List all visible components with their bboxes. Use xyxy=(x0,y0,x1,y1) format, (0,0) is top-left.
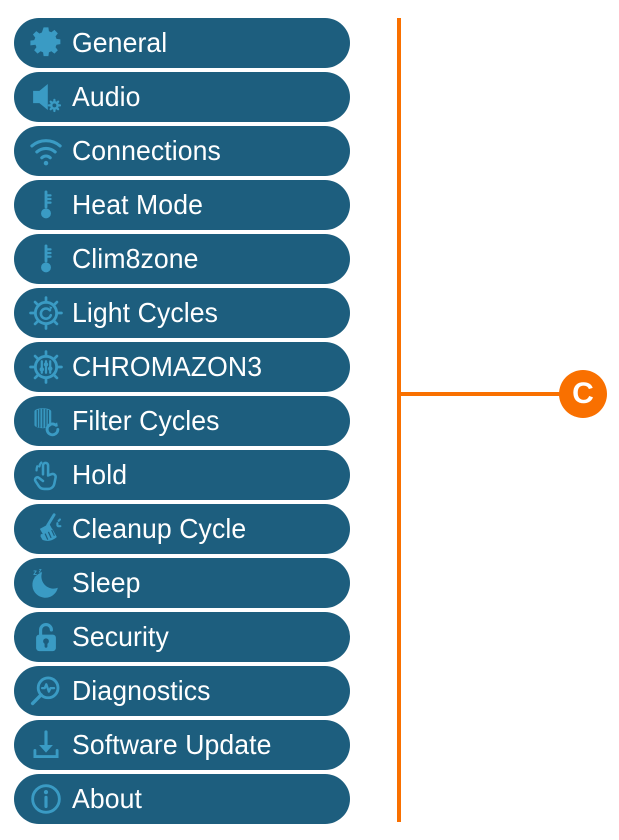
menu-item-label: Light Cycles xyxy=(72,297,219,328)
hand-press-icon xyxy=(24,453,68,497)
menu-item-label: Clim8zone xyxy=(72,243,199,274)
menu-item-hold[interactable]: Hold xyxy=(14,450,350,500)
menu-item-clim8zone[interactable]: Clim8zone xyxy=(14,234,350,284)
light-cycle-icon xyxy=(24,291,68,335)
menu-item-label: Audio xyxy=(72,81,141,112)
wifi-icon xyxy=(24,129,68,173)
menu-item-label: Heat Mode xyxy=(72,189,203,220)
chromazone-dial-icon xyxy=(24,345,68,389)
menu-item-label: Connections xyxy=(72,135,221,166)
info-circle-icon xyxy=(24,777,68,821)
thermometer-icon xyxy=(24,183,68,227)
menu-item-label: Cleanup Cycle xyxy=(72,513,247,544)
padlock-icon xyxy=(24,615,68,659)
menu-item-light-cycles[interactable]: Light Cycles xyxy=(14,288,350,338)
menu-item-connections[interactable]: Connections xyxy=(14,126,350,176)
menu-item-diagnostics[interactable]: Diagnostics xyxy=(14,666,350,716)
filter-refresh-icon xyxy=(24,399,68,443)
menu-item-about[interactable]: About xyxy=(14,774,350,824)
menu-item-general[interactable]: General xyxy=(14,18,350,68)
magnifier-pulse-icon xyxy=(24,669,68,713)
menu-item-label: Filter Cycles xyxy=(72,405,220,436)
callout-badge-c: C xyxy=(559,370,607,418)
menu-item-label: General xyxy=(72,27,168,58)
gear-icon xyxy=(24,21,68,65)
menu-item-security[interactable]: Security xyxy=(14,612,350,662)
broom-icon xyxy=(24,507,68,551)
svg-text:z: z xyxy=(33,568,37,577)
speaker-gear-icon xyxy=(24,75,68,119)
menu-item-label: About xyxy=(72,783,142,814)
menu-item-chromazon3[interactable]: CHROMAZON3 xyxy=(14,342,350,392)
menu-item-label: Diagnostics xyxy=(72,675,211,706)
download-tray-icon xyxy=(24,723,68,767)
callout-leader-vertical xyxy=(397,18,401,822)
menu-item-cleanup-cycle[interactable]: Cleanup Cycle xyxy=(14,504,350,554)
menu-item-label: Sleep xyxy=(72,567,141,598)
svg-text:z: z xyxy=(34,574,39,585)
menu-item-label: Security xyxy=(72,621,169,652)
callout-badge-label: C xyxy=(572,377,594,410)
menu-item-label: CHROMAZON3 xyxy=(72,351,263,382)
thermometer-icon xyxy=(24,237,68,281)
menu-item-heat-mode[interactable]: Heat Mode xyxy=(14,180,350,230)
menu-item-software-update[interactable]: Software Update xyxy=(14,720,350,770)
svg-text:z: z xyxy=(39,567,42,574)
callout-leader-horizontal xyxy=(397,392,565,396)
menu-item-filter-cycles[interactable]: Filter Cycles xyxy=(14,396,350,446)
menu-item-label: Hold xyxy=(72,459,128,490)
menu-item-audio[interactable]: Audio xyxy=(14,72,350,122)
menu-item-label: Software Update xyxy=(72,729,272,760)
